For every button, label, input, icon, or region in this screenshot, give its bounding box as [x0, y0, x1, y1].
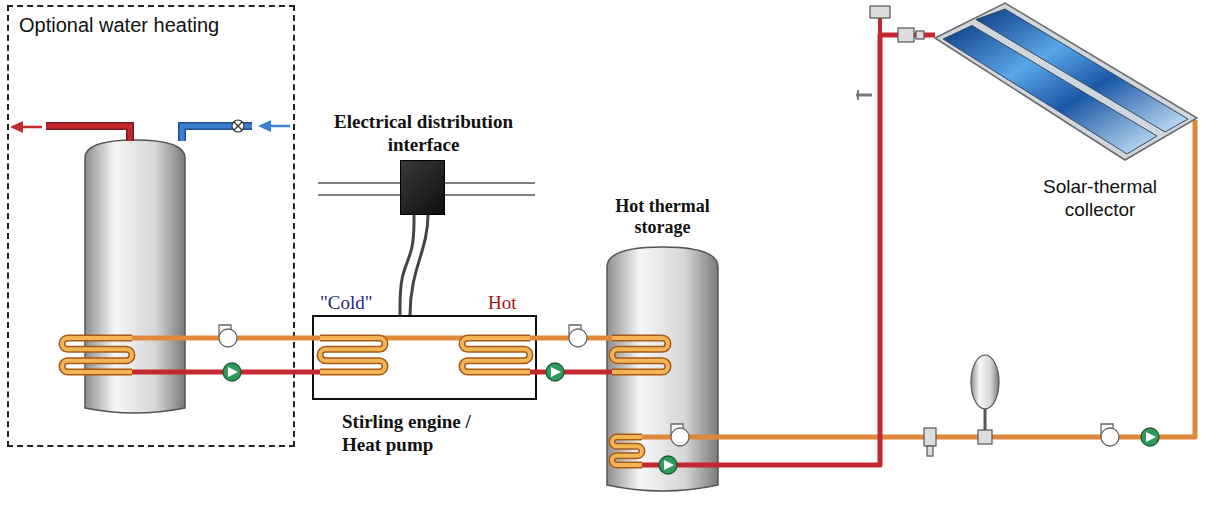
- cold-side-label: "Cold": [320, 292, 390, 315]
- collector-glass: [976, 9, 1188, 132]
- hot-water-outlet: [46, 126, 130, 141]
- cold-water-inlet: [234, 122, 242, 130]
- fan-pump: [569, 325, 587, 347]
- hot-water-outlet: [10, 121, 23, 133]
- fan-pump: [671, 428, 689, 446]
- power-line: [318, 194, 400, 196]
- power-line: [445, 182, 535, 184]
- power-line: [318, 183, 535, 195]
- circulation-pump: [546, 363, 564, 381]
- collector-label-holder: Solar-thermal collector: [1030, 176, 1170, 222]
- hot-water-outlet: [10, 121, 130, 141]
- fan-pump: [1101, 424, 1119, 446]
- heat-exchanger-coil: [462, 338, 530, 372]
- valve-fitting: [927, 446, 933, 456]
- valve-fitting: [878, 18, 882, 35]
- heat-exchanger-coil: [612, 338, 668, 372]
- expansion-tank: [971, 355, 999, 409]
- hot-water-outlet: [46, 126, 130, 141]
- circulation-pump: [659, 456, 677, 474]
- group-heading-holder: Optional water heating: [19, 13, 287, 37]
- circulation-pump: [223, 363, 241, 381]
- pipe: [642, 35, 935, 465]
- fan-pump: [219, 325, 1119, 446]
- circulation-pump: [223, 363, 1159, 474]
- cold-side-label-holder: "Cold": [320, 292, 390, 315]
- cable: [410, 215, 428, 315]
- expansion-tank: [971, 355, 999, 430]
- pipe: [1193, 120, 1198, 168]
- interface-label: Electrical distribution interface: [304, 111, 544, 157]
- valve-fitting: [978, 430, 992, 444]
- heat-exchanger-coil: [320, 338, 385, 372]
- pipe: [605, 370, 612, 375]
- collector-outline: [930, 0, 1200, 168]
- valve-fitting: [898, 28, 914, 42]
- pipe: [312, 370, 320, 375]
- circulation-pump: [1146, 432, 1156, 442]
- storage-label: Hot thermal storage: [593, 196, 733, 239]
- cable: [410, 215, 428, 315]
- fan-pump: [569, 329, 587, 347]
- fan-pump: [1101, 428, 1119, 446]
- cold-water-inlet: [234, 122, 242, 130]
- valve-fitting: [924, 428, 936, 446]
- circulation-pump: [1141, 428, 1159, 446]
- heat-exchanger-coil: [462, 338, 530, 372]
- circulation-pump: [1141, 428, 1159, 446]
- collector-label: Solar-thermal collector: [1030, 176, 1170, 222]
- heat-exchanger-coil: [62, 338, 132, 372]
- collector-frame: [935, 3, 1197, 160]
- cold-water-inlet: [270, 125, 290, 128]
- tank-body: [607, 247, 718, 491]
- circulation-pump: [223, 363, 241, 381]
- engine-label-holder: Stirling engine / Heat pump: [342, 411, 502, 457]
- cold-water-inlet: [232, 120, 244, 132]
- circulation-pump: [551, 367, 561, 377]
- circulation-pump: [659, 456, 677, 474]
- hot-side-label-holder: Hot: [488, 292, 538, 315]
- heat-exchanger-coil: [612, 338, 668, 372]
- cold-water-inlet: [182, 120, 290, 141]
- power-line: [445, 194, 535, 196]
- fan-pump: [219, 329, 237, 347]
- hot-side-label: Hot: [488, 292, 538, 315]
- pipe: [132, 370, 295, 375]
- expansion-tank: [984, 408, 987, 430]
- storage-label-holder: Hot thermal storage: [593, 196, 733, 239]
- heat-exchanger-coil: [612, 437, 642, 465]
- valve-fitting: [857, 90, 859, 100]
- group-heading: Optional water heating: [19, 13, 287, 37]
- circulation-pump: [228, 367, 238, 377]
- solar-collector: Solar-thermal collector: [930, 0, 1200, 168]
- heat-exchanger-coil: [612, 437, 642, 465]
- circulation-pump: [664, 460, 674, 470]
- valve-fitting: [916, 31, 924, 39]
- pipe: [530, 370, 537, 375]
- pipe-connector: [720, 168, 1195, 437]
- valve-fitting: [870, 6, 890, 18]
- heat-exchanger-coil: [320, 338, 385, 372]
- interface-box: Electrical distribution interface: [400, 160, 445, 215]
- heat-exchanger-coil: [62, 338, 132, 372]
- heat-exchanger-coil: [62, 338, 668, 465]
- hot-water-outlet: [22, 126, 42, 129]
- fan-pump: [219, 325, 237, 347]
- interface-label-holder: Electrical distribution interface: [304, 111, 544, 157]
- cold-water-inlet: [258, 120, 271, 132]
- pipe-connector: [295, 370, 312, 375]
- engine-label: Stirling engine / Heat pump: [342, 411, 502, 457]
- power-line: [318, 182, 400, 184]
- circulation-pump: [546, 363, 564, 381]
- pipe: [132, 35, 935, 465]
- fan-pump: [671, 424, 689, 446]
